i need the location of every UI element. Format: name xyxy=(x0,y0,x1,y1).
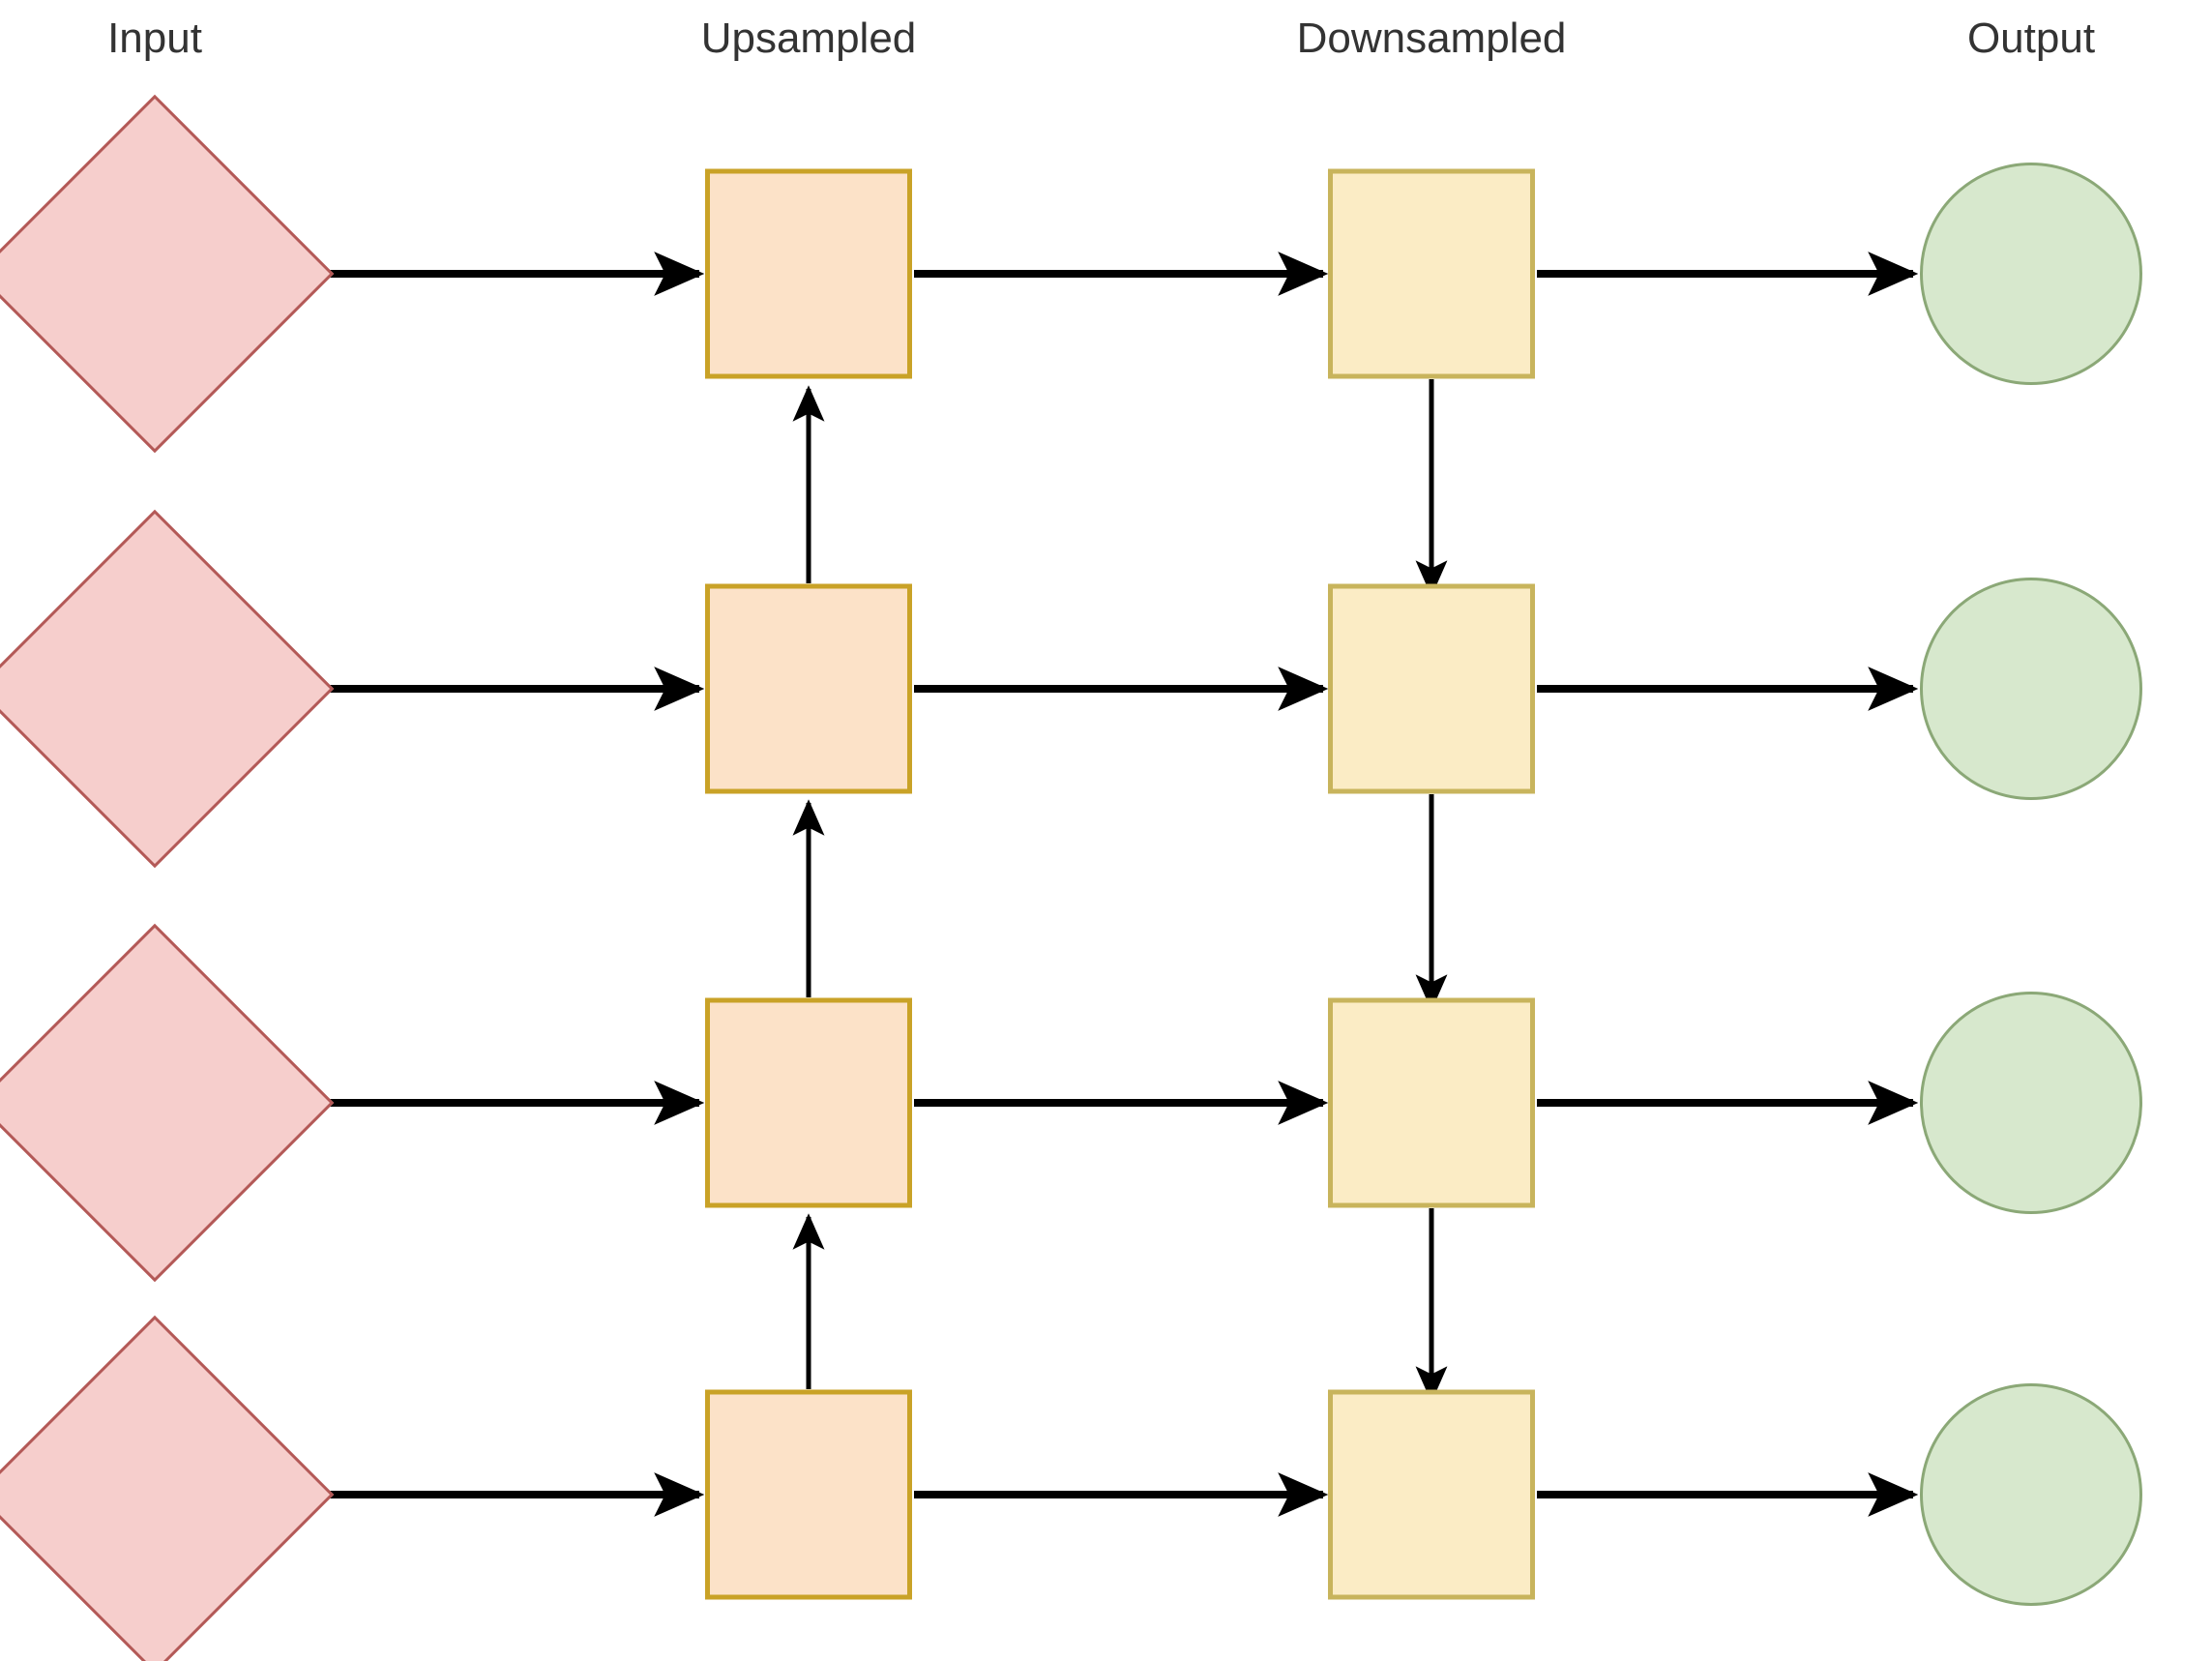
node-downsampled-row0[interactable] xyxy=(1328,168,1535,379)
node-upsampled-row3[interactable] xyxy=(705,1389,912,1600)
node-input-row0[interactable] xyxy=(0,94,335,454)
node-output-row0[interactable] xyxy=(1920,163,2142,385)
column-header-downsampled: Downsampled xyxy=(1296,15,1567,62)
node-input-row2[interactable] xyxy=(0,923,335,1283)
node-downsampled-row2[interactable] xyxy=(1328,997,1535,1208)
node-output-row3[interactable] xyxy=(1920,1383,2142,1606)
node-output-row1[interactable] xyxy=(1920,578,2142,800)
node-input-row3[interactable] xyxy=(0,1315,335,1661)
column-header-input: Input xyxy=(107,15,202,62)
node-upsampled-row1[interactable] xyxy=(705,583,912,794)
node-downsampled-row3[interactable] xyxy=(1328,1389,1535,1600)
node-input-row1[interactable] xyxy=(0,509,335,869)
node-output-row2[interactable] xyxy=(1920,992,2142,1214)
node-downsampled-row1[interactable] xyxy=(1328,583,1535,794)
column-header-upsampled: Upsampled xyxy=(700,15,917,62)
column-header-output: Output xyxy=(1966,15,2096,62)
node-upsampled-row0[interactable] xyxy=(705,168,912,379)
node-upsampled-row2[interactable] xyxy=(705,997,912,1208)
